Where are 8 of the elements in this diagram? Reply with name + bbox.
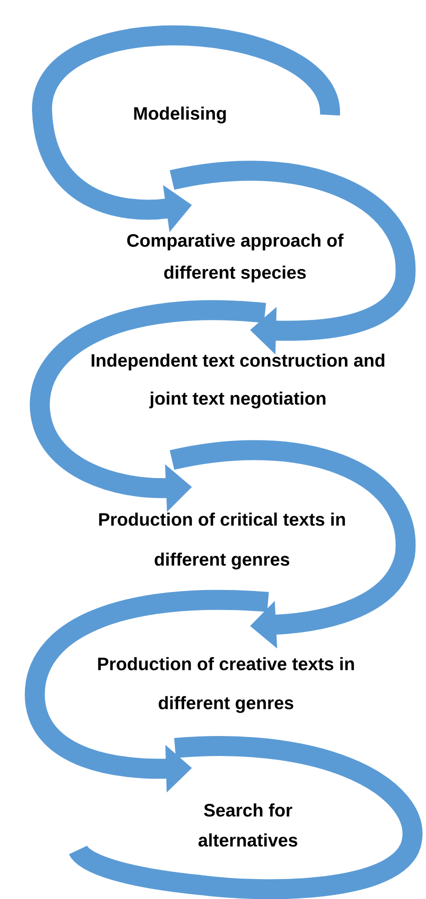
step-label: Production of critical texts in different genres [99,512,345,570]
step-label: Modelising [134,106,226,124]
step-label: Search for alternatives [198,803,298,847]
curved-arrow [170,440,415,649]
curved-arrow [170,161,415,354]
step-label: Comparative approach of different species [127,234,344,282]
step-label: Production of creative texts in different genres [98,657,354,713]
step-label: Independent text construction and joint text negotiation [92,354,384,408]
